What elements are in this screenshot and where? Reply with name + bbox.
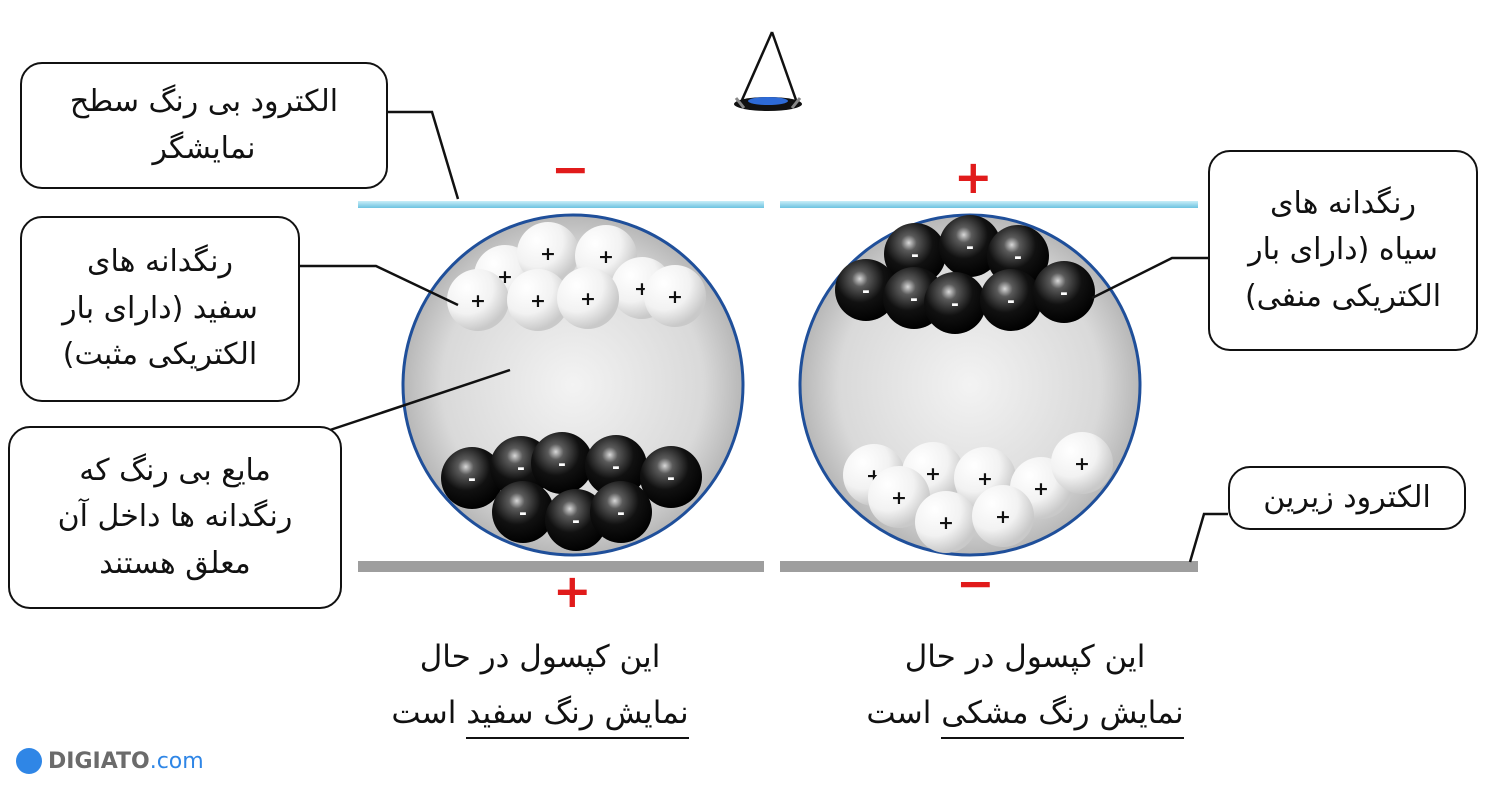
positive-charge-mark: +: [1074, 453, 1090, 475]
white-particle: [557, 267, 619, 329]
negative-charge-mark: -: [468, 468, 476, 490]
leader-line-top-electrode: [388, 110, 460, 200]
caption-left-line-1: این کپسول در حال: [419, 639, 661, 675]
leader-line-black-particles: [1091, 256, 1208, 300]
positive-charge-mark: +: [925, 463, 941, 485]
negative-charge-mark: -: [572, 510, 580, 532]
positive-charge-mark: +: [1033, 478, 1049, 500]
label-black-particles: رنگدانه های سیاه (دارای بار الکتریکی منف…: [1208, 150, 1478, 351]
black-particle: [590, 481, 652, 543]
black-particle: [492, 481, 554, 543]
negative-charge-mark: -: [558, 453, 566, 475]
black-particle: [441, 447, 503, 509]
charge-sign-left-bottom: +: [553, 564, 592, 618]
negative-charge-mark: -: [910, 288, 918, 310]
white-particle: [517, 222, 579, 284]
label-fluid: مایع بی رنگ که رنگدانه ها داخل آن معلق ه…: [8, 426, 342, 609]
particle-layer: ++++++++----------------++++++++: [441, 215, 1113, 553]
eye-icon: [734, 31, 802, 111]
label-white-particles-line-2: سفید (دارای بار: [62, 290, 258, 326]
charge-sign-right-top: +: [954, 150, 993, 204]
positive-charge-mark: +: [580, 288, 596, 310]
negative-charge-mark: -: [1060, 282, 1068, 304]
label-white-particles-line-1: رنگدانه های: [87, 244, 233, 280]
black-particle: [924, 272, 986, 334]
label-fluid-line-3: معلق هستند: [99, 545, 251, 581]
white-particle: [447, 269, 509, 331]
black-particle: [939, 215, 1001, 277]
positive-charge-mark: +: [891, 487, 907, 509]
positive-charge-mark: +: [995, 506, 1011, 528]
negative-charge-mark: -: [617, 502, 625, 524]
charge-sign-left-top: −: [551, 142, 590, 196]
caption-left-underlined: نمایش رنگ سفید: [466, 694, 689, 739]
white-particle: [868, 466, 930, 528]
label-top-electrode: الکترود بی رنگ سطح نمایشگر: [20, 62, 388, 189]
black-particle: [835, 259, 897, 321]
black-particle: [884, 223, 946, 285]
negative-charge-mark: -: [1014, 246, 1022, 268]
caption-left-rest: است: [391, 694, 467, 731]
white-particle: [644, 265, 706, 327]
caption-right-underlined: نمایش رنگ مشکی: [941, 694, 1184, 739]
negative-charge-mark: -: [1007, 290, 1015, 312]
positive-charge-mark: +: [938, 512, 954, 534]
negative-charge-mark: -: [966, 236, 974, 258]
negative-charge-mark: -: [612, 456, 620, 478]
leader-line-bottom-electrode: [1188, 512, 1228, 563]
black-particle: [980, 269, 1042, 331]
negative-charge-mark: -: [862, 280, 870, 302]
leader-line-fluid: [329, 368, 511, 432]
positive-charge-mark: +: [977, 468, 993, 490]
black-particle: [585, 435, 647, 497]
negative-charge-mark: -: [519, 502, 527, 524]
positive-charge-mark: +: [470, 290, 486, 312]
caption-left: این کپسول در حال نمایش رنگ سفید است: [335, 630, 745, 742]
negative-charge-mark: -: [911, 244, 919, 266]
negative-charge-mark: -: [667, 467, 675, 489]
label-white-particles-line-3: الکتریکی مثبت): [62, 337, 258, 373]
top-electrode-right: [780, 201, 1198, 208]
leader-line-white-particles: [300, 264, 459, 307]
charge-sign-right-bottom: −: [956, 556, 995, 610]
label-top-electrode-line-1: الکترود بی رنگ سطح: [69, 84, 339, 119]
label-bottom-electrode-line-1: الکترود زیرین: [1263, 479, 1431, 515]
label-bottom-electrode: الکترود زیرین: [1228, 466, 1466, 530]
bottom-electrode-left: [358, 561, 764, 572]
label-top-electrode-line-2: نمایشگر: [152, 130, 256, 166]
label-white-particles: رنگدانه های سفید (دارای بار الکتریکی مثب…: [20, 216, 300, 402]
white-particle: [507, 269, 569, 331]
caption-right-rest: است: [866, 694, 942, 731]
positive-charge-mark: +: [598, 246, 614, 268]
black-particle: [531, 432, 593, 494]
digiato-logo: DIGIATO.com: [16, 748, 204, 774]
caption-right: این کپسول در حال نمایش رنگ مشکی است: [815, 630, 1235, 742]
black-particle: [1033, 261, 1095, 323]
caption-left-line-2: نمایش رنگ سفید است: [335, 686, 745, 742]
top-electrode-left: [358, 201, 764, 208]
negative-charge-mark: -: [517, 457, 525, 479]
positive-charge-mark: +: [530, 290, 546, 312]
label-fluid-line-2: رنگدانه ها داخل آن: [57, 499, 293, 535]
negative-charge-mark: -: [951, 293, 959, 315]
positive-charge-mark: +: [667, 286, 683, 308]
label-black-particles-line-1: رنگدانه های: [1270, 185, 1416, 221]
white-particle: [915, 491, 977, 553]
bottom-electrode-right: [780, 561, 1198, 572]
logo-mark-icon: [16, 748, 42, 774]
logo-suffix: .com: [149, 748, 204, 774]
white-particle: [1051, 432, 1113, 494]
white-particle: [972, 485, 1034, 547]
positive-charge-mark: +: [540, 243, 556, 265]
black-particle: [640, 446, 702, 508]
caption-right-line-2: نمایش رنگ مشکی است: [815, 686, 1235, 742]
label-black-particles-line-3: الکتریکی منفی): [1244, 278, 1442, 314]
logo-brand: DIGIATO: [48, 748, 150, 774]
caption-right-line-1: این کپسول در حال: [904, 639, 1146, 675]
label-fluid-line-1: مایع بی رنگ که: [79, 452, 271, 488]
label-black-particles-line-2: سیاه (دارای بار: [1248, 232, 1438, 268]
